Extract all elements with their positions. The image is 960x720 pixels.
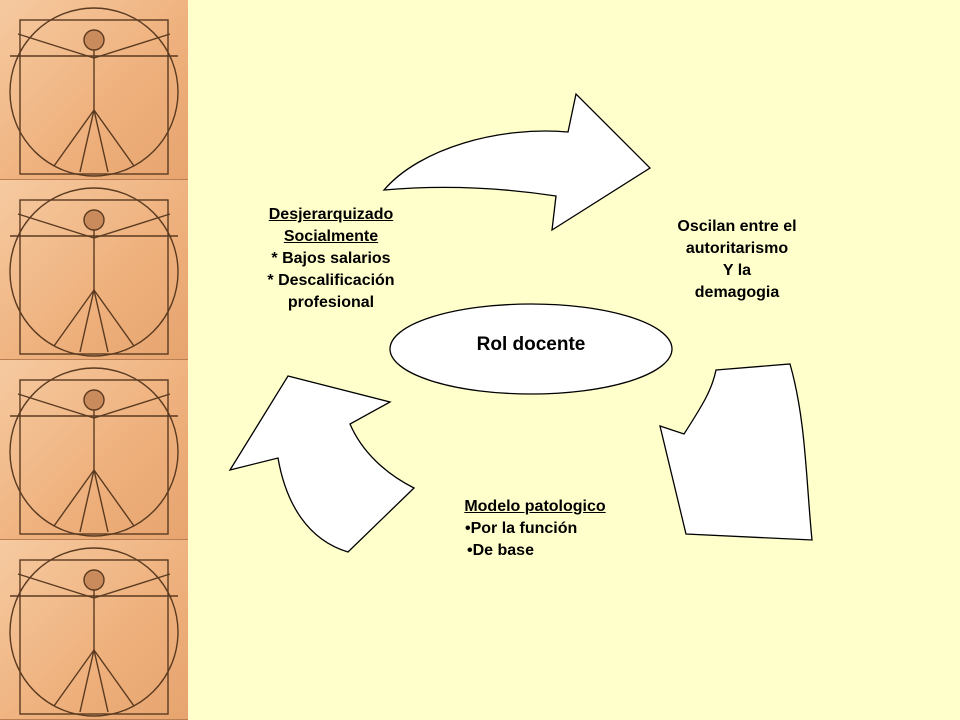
left-label-block: Desjerarquizado Socialmente * Bajos sala…	[238, 204, 424, 314]
left-line-3: * Bajos salarios	[271, 250, 391, 267]
bottom-label-block: Modelo patologico •Por la función •De ba…	[440, 496, 630, 562]
right-line-2: autoritarismo	[685, 240, 789, 257]
left-line-2: Socialmente	[283, 228, 379, 245]
center-ellipse	[389, 303, 673, 395]
bottom-item-1: •Por la función	[465, 520, 578, 537]
center-label: Rol docente	[476, 334, 586, 355]
vitruvian-man-image-4	[0, 540, 188, 720]
right-line-4: demagogia	[694, 284, 780, 301]
vitruvian-man-image-1	[0, 0, 188, 180]
vitruvian-man-image-3	[0, 360, 188, 540]
right-line-3: Y la	[722, 262, 752, 279]
bottom-item-2: •De base	[467, 542, 534, 559]
vitruvian-man-icon	[9, 7, 179, 177]
vitruvian-man-icon	[9, 547, 179, 717]
right-line-1: Oscilan entre el	[677, 218, 797, 235]
vitruvian-man-image-2	[0, 180, 188, 360]
bottom-title: Modelo patologico	[464, 498, 606, 515]
arrow-left-up-icon	[228, 375, 416, 553]
left-line-5: profesional	[287, 294, 375, 311]
left-line-1: Desjerarquizado	[268, 206, 394, 223]
arrow-top-right-icon	[382, 92, 652, 232]
left-line-4: * Descalificación	[267, 272, 395, 289]
vitruvian-man-icon	[9, 187, 179, 357]
right-label-block: Oscilan entre el autoritarismo Y la dema…	[662, 216, 812, 304]
left-image-strip	[0, 0, 188, 720]
arrow-right-down-icon	[659, 363, 813, 541]
vitruvian-man-icon	[9, 367, 179, 537]
